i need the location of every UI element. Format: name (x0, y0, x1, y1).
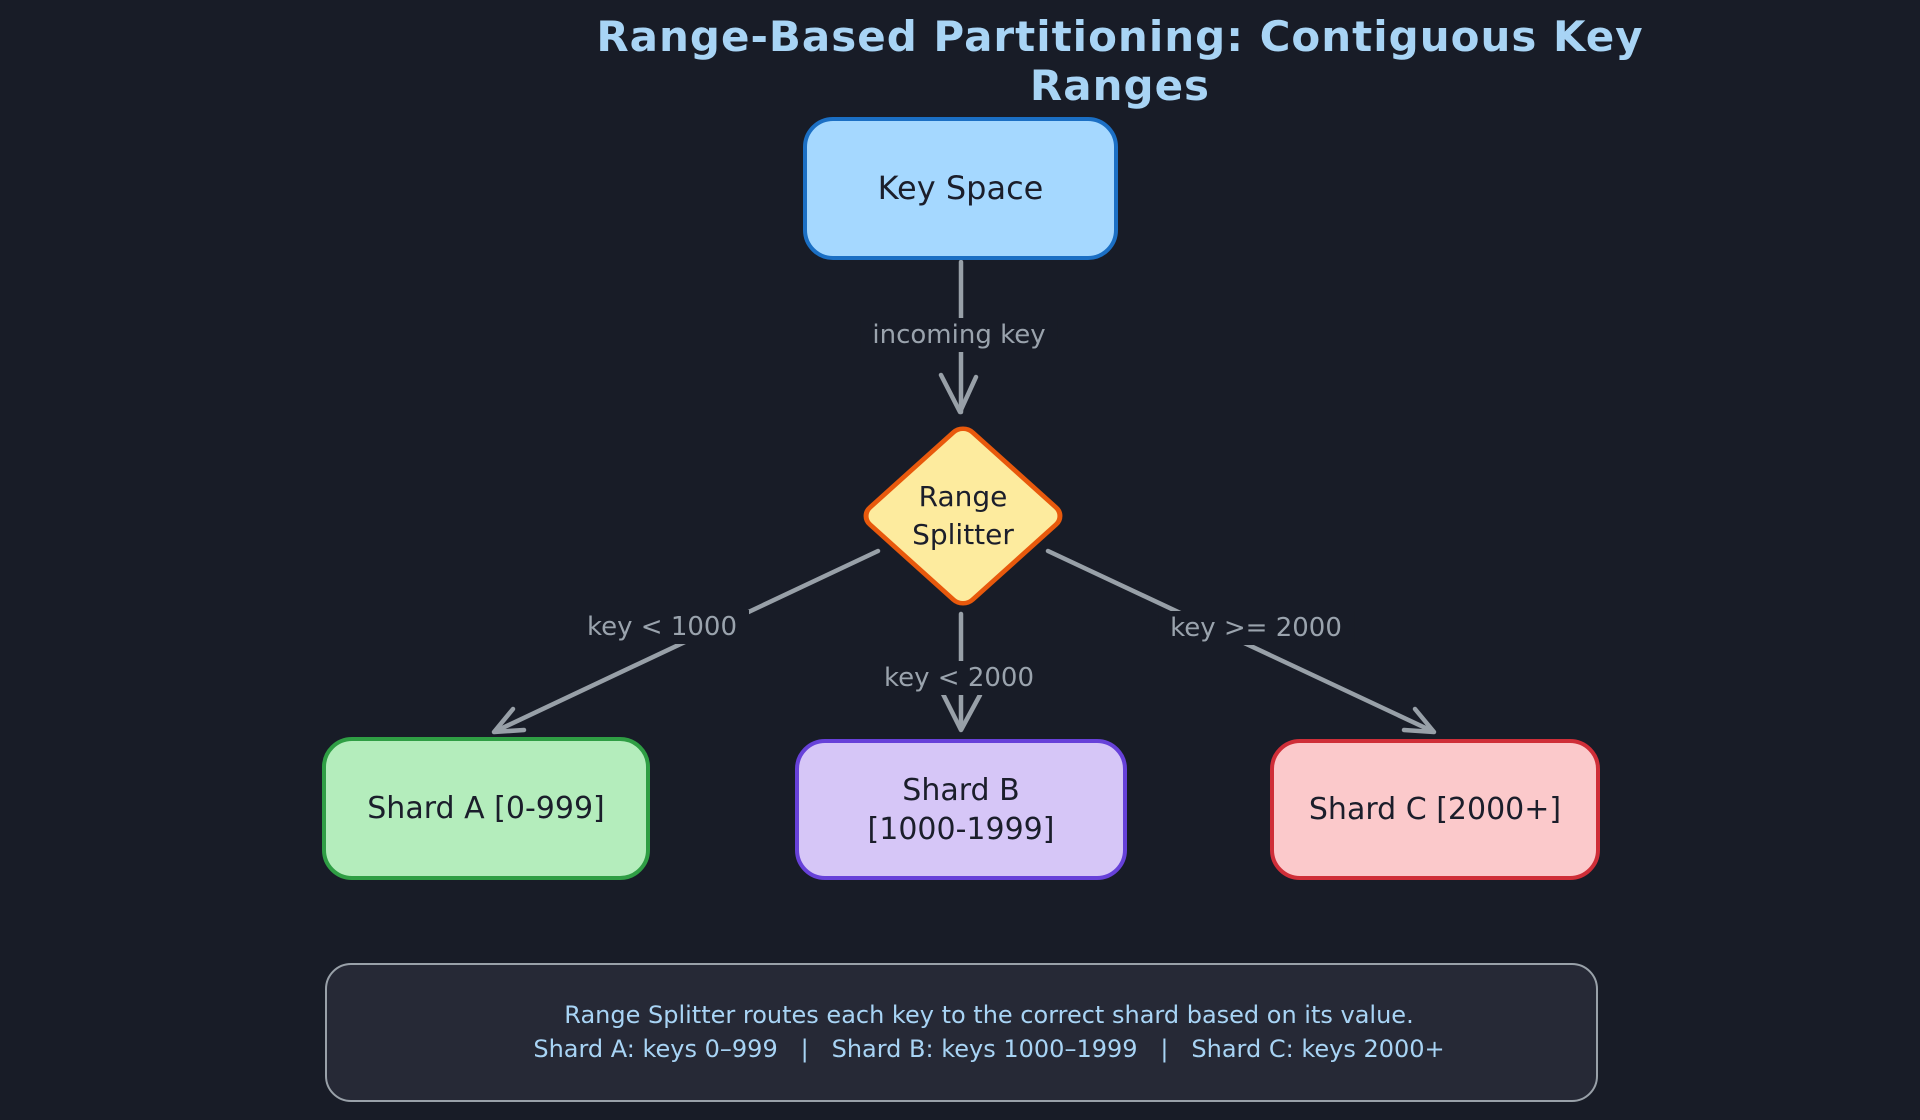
range-splitter-label-line1: Range (918, 480, 1008, 514)
arrowhead-down-left-icon (491, 706, 527, 735)
arrowhead-down-icon (938, 372, 979, 415)
shard-b-label-line2: [1000-1999] (867, 811, 1055, 847)
shard-a-node: Shard A [0-999] (322, 737, 650, 880)
shard-c-label: Shard C [2000+] (1308, 792, 1562, 827)
shard-c-node: Shard C [2000+] (1270, 739, 1600, 880)
shard-b-label-line1: Shard B (902, 772, 1020, 808)
diagram-title: Range-Based Partitioning: Contiguous Key… (596, 12, 1644, 110)
note-box: Range Splitter routes each key to the co… (325, 963, 1598, 1102)
shard-a-label: Shard A [0-999] (367, 791, 605, 826)
edge-label-incoming-key: incoming key (860, 318, 1058, 352)
shard-b-node: Shard B [1000-1999] (795, 739, 1127, 880)
edge-label-key-lt-2000: key < 2000 (872, 661, 1046, 695)
arrowhead-down-right-icon (1401, 706, 1437, 735)
note-line-2: Shard A: keys 0–999 | Shard B: keys 1000… (533, 1034, 1445, 1063)
key-space-node: Key Space (803, 117, 1118, 260)
edge-label-key-ge-2000: key >= 2000 (1158, 611, 1354, 645)
edge-label-key-lt-1000: key < 1000 (575, 610, 749, 644)
note-line-1: Range Splitter routes each key to the co… (564, 1000, 1414, 1029)
range-splitter-label-line2: Splitter (912, 518, 1014, 551)
arrowhead-down-icon (940, 691, 983, 733)
range-splitter-label: Range Splitter (863, 455, 1063, 577)
key-space-label: Key Space (877, 168, 1044, 207)
